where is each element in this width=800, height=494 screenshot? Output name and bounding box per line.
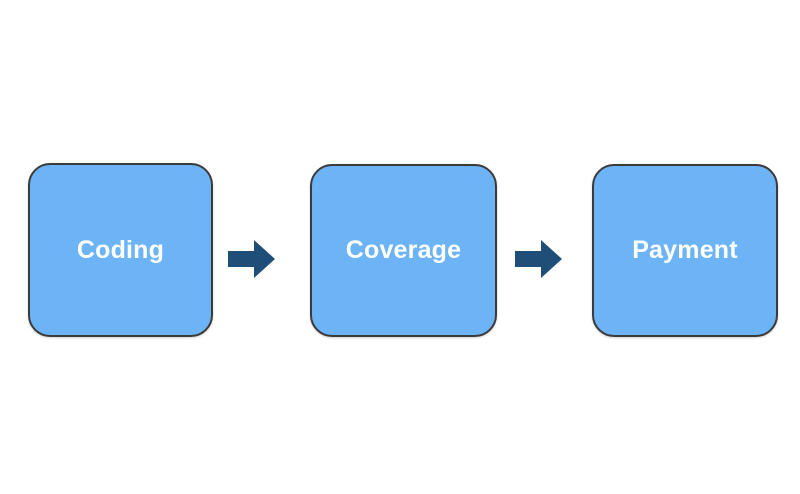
process-node-label: Payment <box>632 236 738 264</box>
process-node-coding[interactable]: Coding <box>28 163 213 337</box>
process-node-label: Coverage <box>345 236 462 264</box>
process-node-payment[interactable]: Payment <box>592 164 778 337</box>
process-node-coverage[interactable]: Coverage <box>310 164 497 337</box>
process-node-label: Coding <box>76 235 165 264</box>
arrow-right-icon <box>515 238 563 280</box>
arrow-right-icon <box>228 238 276 280</box>
